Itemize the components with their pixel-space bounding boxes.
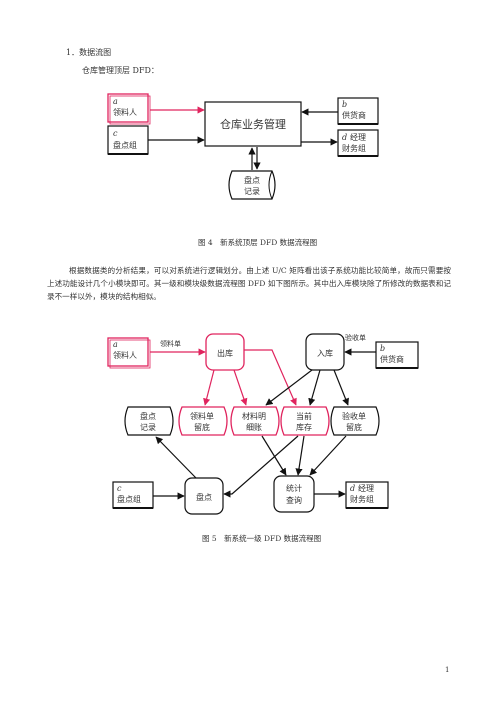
fig4-store-line1: 盘点 — [244, 175, 260, 185]
fig5-store-1-line1: 盘点 — [140, 411, 156, 421]
fig5-flow-out-to-ledger — [233, 369, 248, 406]
fig4-entity-d-letter: d — [342, 133, 347, 142]
fig5-store-2-line1: 领料单 — [190, 411, 214, 421]
fig4-entity-d-name: 经理 — [350, 132, 366, 142]
fig4-entity-c-name: 盘点组 — [113, 140, 137, 150]
fig5-store-current-stock: 当前 库存 — [280, 406, 330, 436]
page-number: 1 — [445, 666, 449, 674]
fig5-entity-a-letter: a — [113, 340, 118, 349]
fig5-flow-receipt-to-stats — [309, 435, 347, 476]
fig5-flow-in-to-receipt — [333, 369, 349, 406]
fig4-store-line2: 记录 — [244, 187, 260, 196]
fig5-store-material-ledger: 材料明 细账 — [230, 406, 280, 436]
fig4-entity-b: b 供货商 — [337, 97, 379, 125]
fig5-process-in-label: 入库 — [317, 348, 333, 358]
fig5-flow-requisition-label: 领料单 — [160, 339, 181, 348]
fig5-store-check-record: 盘点 记录 — [124, 406, 174, 436]
heading: 1．数据流图 — [66, 48, 112, 57]
fig5-flow-in-to-stock — [308, 369, 321, 406]
fig5-entity-c-name: 盘点组 — [117, 494, 141, 504]
fig5-entity-c: c 盘点组 — [112, 481, 154, 509]
subheading: 仓库管理顶层 DFD： — [82, 66, 159, 75]
fig5-store-4-line1: 当前 — [296, 411, 312, 421]
fig5-store-2-line2: 留底 — [194, 422, 210, 432]
fig4-entity-c-letter: c — [113, 129, 118, 138]
fig4-process-label: 仓库业务管理 — [220, 117, 286, 131]
fig5-process-stats-line2: 查询 — [286, 495, 302, 505]
body-paragraph: 根据数据类的分析结果，可以对系统进行逻辑划分。由上述 U/C 矩阵看出该子系统功… — [47, 266, 451, 301]
fig5-process-check: 盘点 — [184, 477, 224, 515]
fig4-entity-d-name2: 财务组 — [342, 143, 366, 153]
fig4-caption: 图 4 新系统顶层 DFD 数据流程图 — [198, 237, 317, 247]
fig4-entity-d: d 经理 财务组 — [337, 129, 379, 157]
fig5-caption: 图 5 新系统一级 DFD 数据流程图 — [202, 533, 321, 543]
fig5-entity-b: b 供货商 — [375, 341, 419, 369]
fig4-entity-a-name: 领料人 — [113, 107, 137, 117]
fig5-process-stats-line1: 统计 — [286, 483, 302, 493]
fig5-flow-out-to-req-copy — [203, 369, 215, 406]
fig5-process-out-label: 出库 — [217, 348, 233, 358]
fig5-entity-d-letter: d — [350, 484, 355, 493]
fig4-entity-b-name: 供货商 — [342, 110, 366, 120]
fig5-entity-a: a 领料人 — [107, 337, 151, 369]
fig5-process-stats: 统计 查询 — [273, 475, 315, 513]
fig5-entity-d: d 经理 财务组 — [345, 481, 389, 509]
fig4-entity-a: a 领料人 — [107, 93, 151, 125]
fig5-entity-d-name2: 财务组 — [350, 494, 374, 504]
fig5-flow-ledger-to-stats — [261, 435, 287, 476]
fig5-process-check-label: 盘点 — [196, 492, 212, 502]
fig5-entity-b-name: 供货商 — [380, 354, 404, 364]
fig4-store: 盘点 记录 — [228, 170, 276, 200]
fig5-process-out: 出库 — [205, 333, 245, 371]
fig5-flow-stock-to-check — [223, 435, 299, 498]
fig5-store-3-line2: 细账 — [246, 422, 262, 432]
fig4-entity-b-letter: b — [342, 100, 347, 109]
fig5-process-in: 入库 — [305, 333, 345, 371]
fig5-entity-d-name: 经理 — [358, 483, 374, 493]
fig5-store-receipt-copy: 验收单 留底 — [330, 406, 380, 436]
fig5-entity-a-name: 领料人 — [113, 350, 137, 360]
fig5-store-1-line2: 记录 — [140, 423, 156, 432]
fig4-entity-a-letter: a — [113, 97, 118, 106]
fig4-entity-c: c 盘点组 — [107, 125, 149, 155]
fig5-store-requisition-copy: 领料单 留底 — [178, 406, 228, 436]
fig5-flow-out-to-stock — [244, 349, 297, 406]
fig5-store-5-line1: 验收单 — [342, 411, 366, 421]
fig5-flow-stock-to-stats — [295, 435, 305, 476]
fig5-entity-c-letter: c — [117, 484, 122, 493]
fig5-flow-receipt-label: 验收单 — [345, 333, 366, 342]
fig5-store-5-line2: 留底 — [346, 422, 362, 432]
fig5-flow-check-to-record — [155, 436, 197, 479]
fig5-store-4-line2: 库存 — [296, 422, 312, 432]
fig5-flow-in-to-ledger — [265, 369, 313, 406]
fig5-entity-b-letter: b — [380, 344, 385, 353]
fig5-store-3-line1: 材料明 — [242, 411, 266, 421]
fig4-process: 仓库业务管理 — [204, 101, 302, 147]
